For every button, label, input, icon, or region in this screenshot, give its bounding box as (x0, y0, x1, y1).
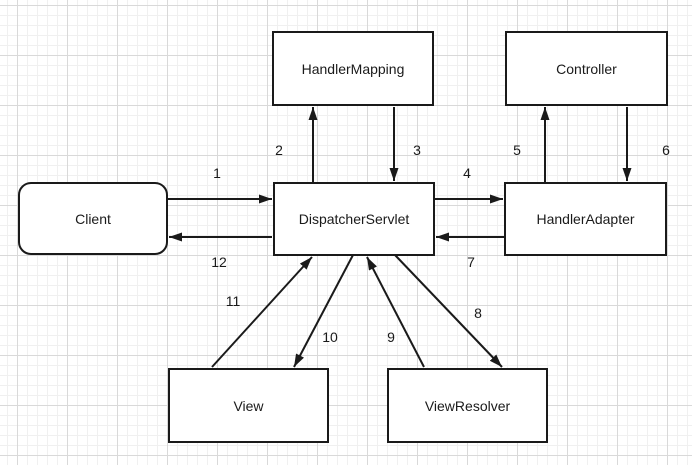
node-view[interactable]: View (168, 368, 329, 443)
node-view-resolver-label: ViewResolver (424, 397, 511, 414)
edge-9-viewresolver-to-dispatcherservlet[interactable] (366, 256, 425, 368)
edge-label-6: 6 (662, 142, 670, 158)
edge-10-dispatcherservlet-to-view[interactable] (293, 254, 354, 368)
node-handler-adapter-label: HandlerAdapter (536, 211, 635, 227)
node-client-label: Client (75, 210, 111, 227)
node-client[interactable]: Client (18, 182, 168, 255)
node-dispatcher-servlet-label: DispatcherServlet (298, 211, 410, 227)
node-handler-adapter[interactable]: HandlerAdapter (504, 182, 667, 256)
edge-label-1: 1 (213, 165, 221, 181)
node-controller[interactable]: Controller (505, 31, 668, 106)
edge-label-8: 8 (474, 305, 482, 321)
edge-label-5: 5 (513, 142, 521, 158)
node-view-resolver[interactable]: ViewResolver (387, 368, 548, 443)
edge-label-11: 11 (226, 293, 241, 309)
edge-label-9: 9 (387, 329, 395, 345)
edge-label-10: 10 (322, 329, 338, 345)
node-dispatcher-servlet[interactable]: DispatcherServlet (273, 182, 435, 256)
edge-8-dispatcherservlet-to-viewresolver[interactable] (394, 254, 503, 368)
edge-label-3: 3 (413, 142, 421, 158)
edge-label-12: 12 (211, 254, 227, 270)
edge-label-2: 2 (275, 142, 283, 158)
node-handler-mapping[interactable]: HandlerMapping (272, 31, 434, 106)
node-handler-mapping-label: HandlerMapping (301, 60, 405, 77)
edge-label-4: 4 (463, 165, 471, 181)
node-view-label: View (233, 397, 264, 414)
edge-11-view-to-dispatcherservlet[interactable] (211, 256, 313, 368)
node-controller-label: Controller (556, 60, 617, 77)
edge-label-7: 7 (467, 254, 475, 270)
